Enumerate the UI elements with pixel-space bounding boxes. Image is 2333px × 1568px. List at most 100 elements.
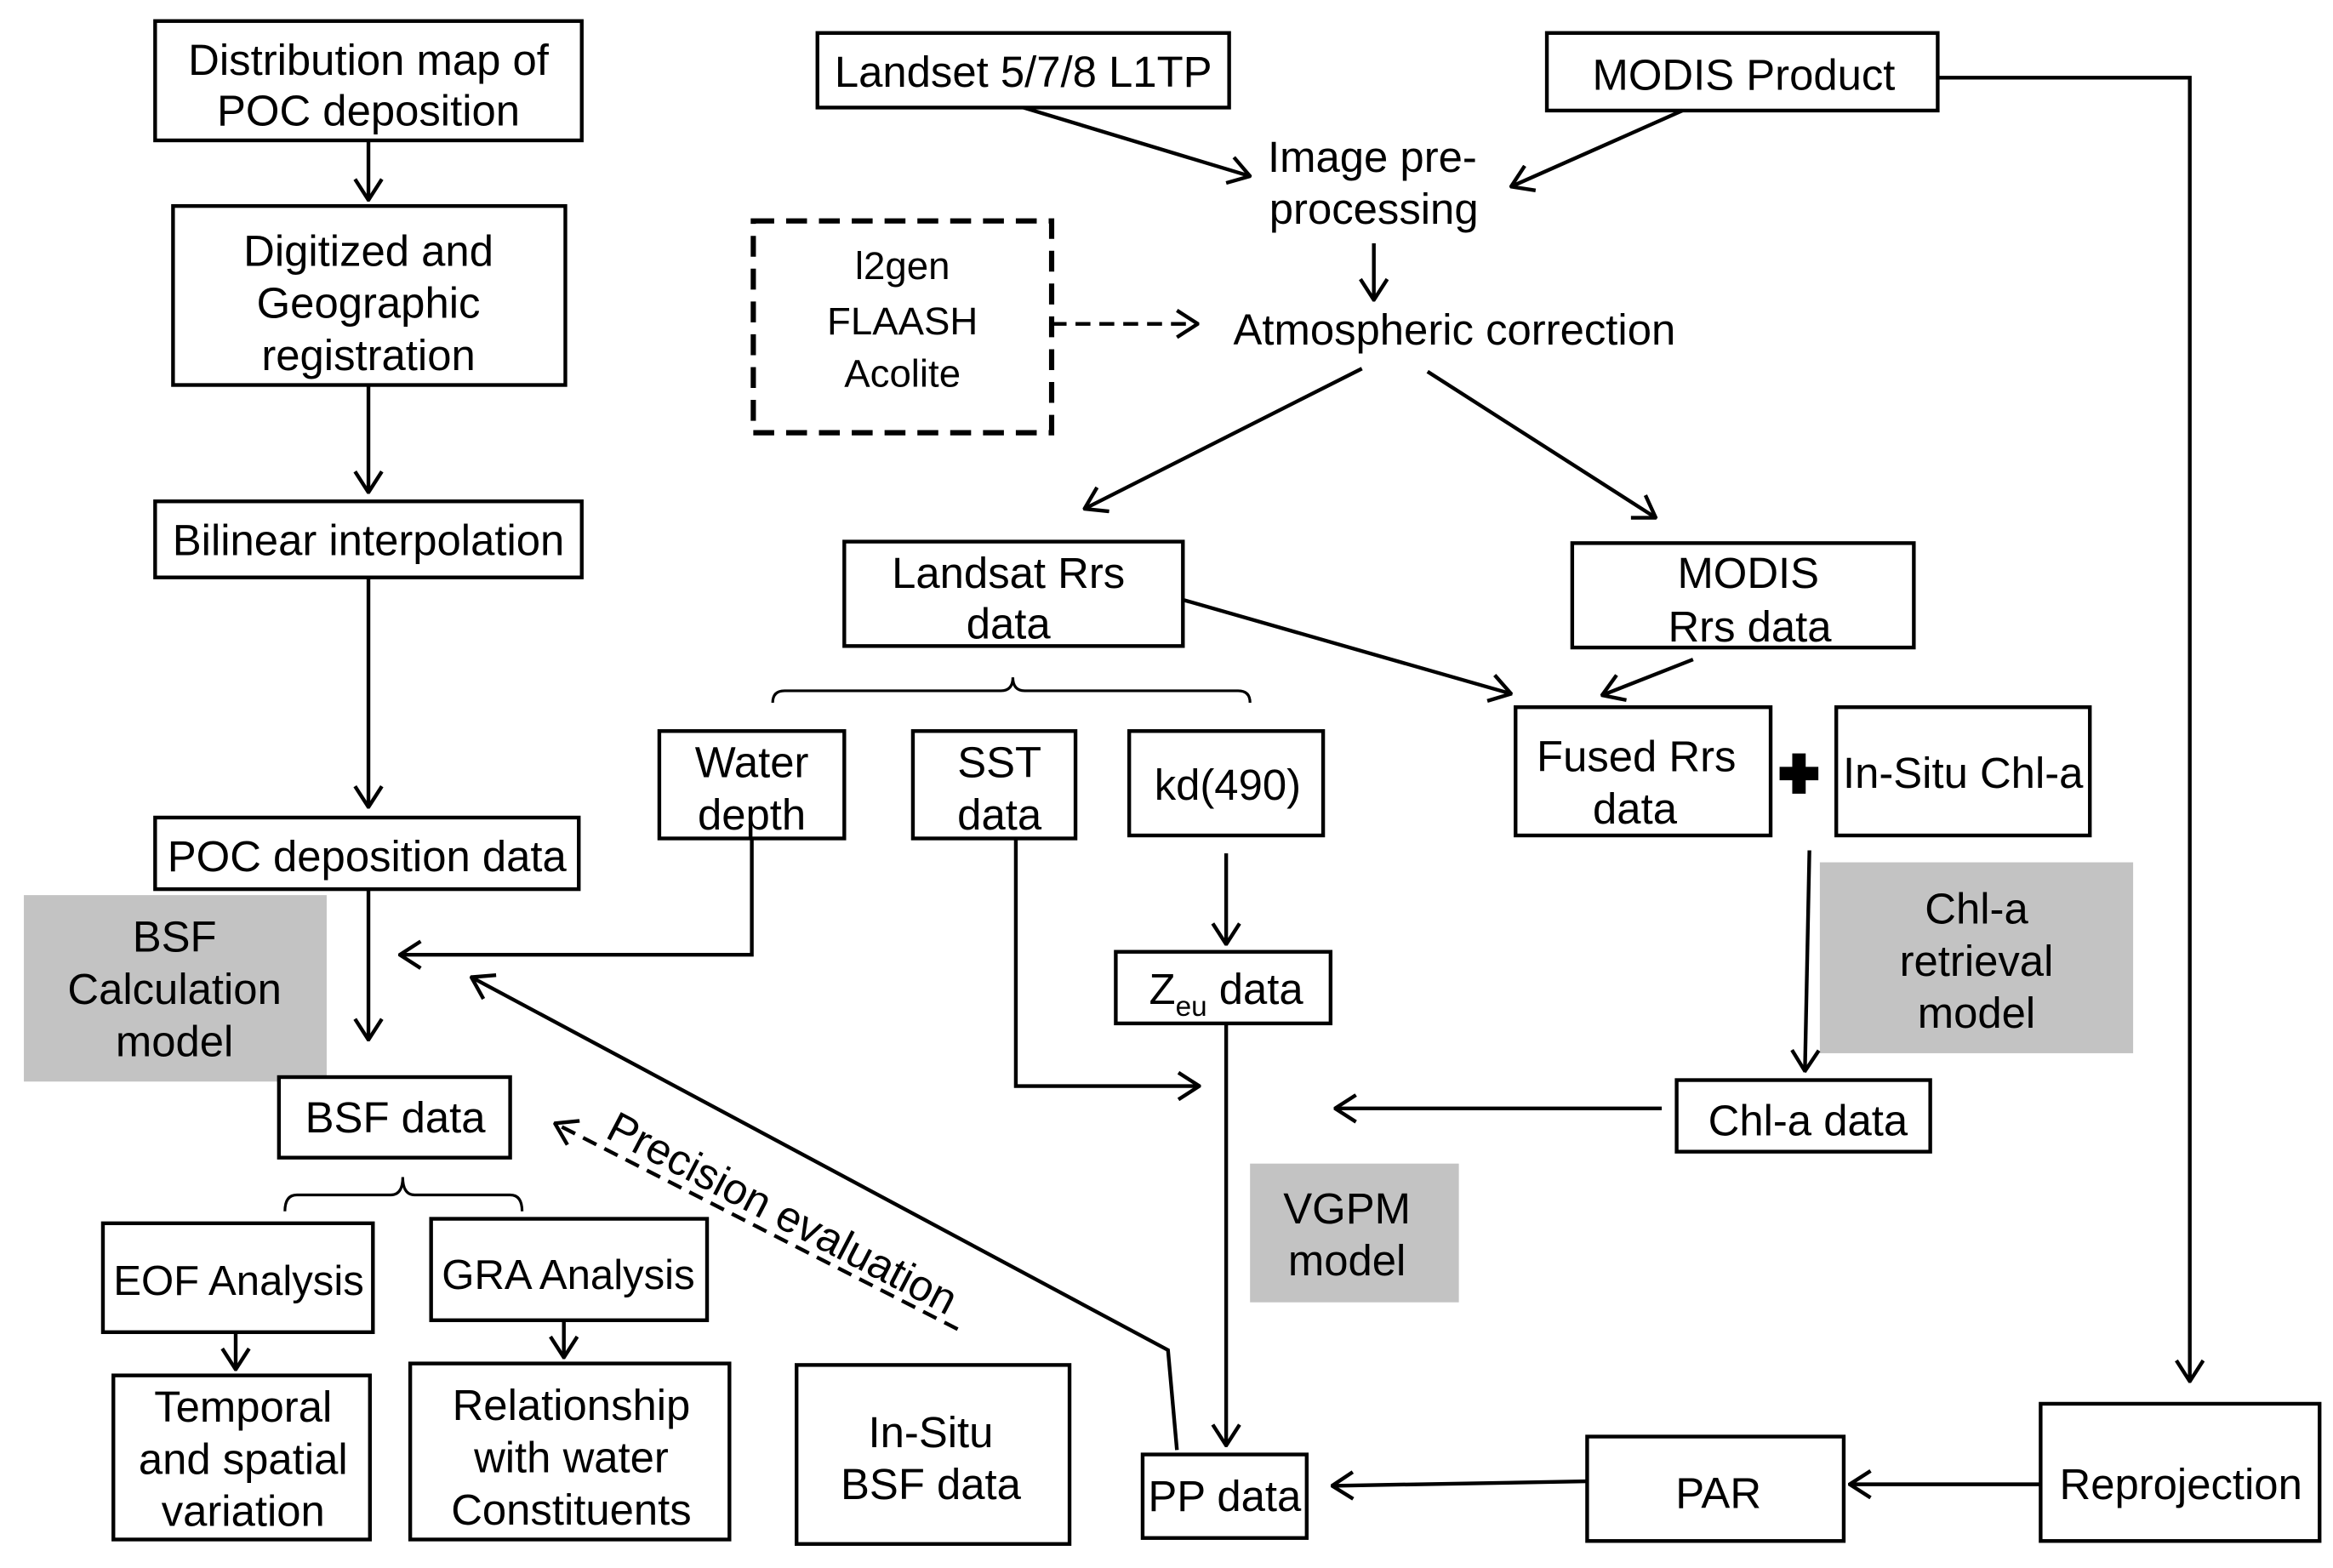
node-label-line: VGPM [1283,1184,1411,1233]
node-box [111,1373,372,1542]
arrow-pp-data-to-bsf [471,978,1179,1451]
node-chla-retrieval-model: Chl-a retrieval model [1819,862,2134,1053]
node-label-line: Reprojection [2059,1460,2302,1508]
node-label-line: data [1593,784,1678,833]
node-label-line: Acolite [844,351,961,395]
node-zeu-data: Zeu data [1114,949,1333,1026]
node-label-line: model [116,1017,233,1065]
node-box [2039,1401,2322,1543]
node-label-line: Water [695,738,809,787]
node-label-line: SST [957,738,1041,787]
node-label-line: Relationship [453,1381,691,1429]
node-label-line: Digitized and [243,226,493,275]
node-modis-rrs-data: MODIS Rrs data [1570,541,1916,651]
node-atm-correction-algorithms: l2gen FLAASH Acolite [750,218,1055,436]
node-box [1127,729,1326,838]
bracket-bsf-data [283,1177,524,1212]
node-label-line: Landsat Rrs [892,549,1125,597]
node-relationship-water-constituents: Relationship with water Constituents [408,1361,732,1542]
node-label-line: BSF data [305,1093,487,1142]
plus-icon-vertical [1792,753,1806,794]
model-box [24,895,327,1082]
node-label-line: with water [473,1434,669,1482]
node-landsat-rrs-data: Landsat Rrs data [842,539,1185,648]
node-label-line: Landset 5/7/8 L1TP [835,48,1212,96]
arrow-atm-to-landsat-rrs [1085,367,1363,509]
node-label-line: GRA Analysis [442,1252,694,1298]
node-label-line: Chl-a [1925,884,2028,932]
node-box [815,31,1231,110]
node-label-line: and spatial [139,1434,348,1483]
node-label-line: FLAASH [827,299,978,343]
node-label-line: l2gen [855,244,950,288]
node-label-line: depth [698,790,806,839]
node-label-line: model [1918,989,2035,1037]
node-label-line: EOF Analysis [113,1258,364,1304]
node-box [1585,1434,1846,1543]
node-label-line: In-Situ [869,1408,994,1457]
arrow-precision-evaluation [555,1123,959,1331]
model-box [1250,1163,1459,1303]
arrow-modis-to-preprocessing [1511,108,1684,186]
node-label-line: Atmospheric correction [1233,305,1675,354]
node-reprojection: Reprojection [2039,1401,2322,1543]
dashed-box [750,218,1055,436]
arrow-fused-to-chla-data [1805,850,1809,1071]
node-label-line: POC deposition [217,86,520,134]
node-box [842,539,1185,648]
node-label-line: BSF data [841,1460,1022,1508]
node-label-line: Geographic [257,279,481,328]
arrow-modis-rrs-to-fused [1602,658,1694,695]
arrow-landsat-rrs-to-fused [1182,597,1511,693]
node-label-line: Fused Rrs [1537,733,1736,781]
node-box [1544,31,1940,113]
node-box [1514,705,1773,838]
node-label-line: model [1288,1236,1406,1285]
node-gra-analysis: GRA Analysis [429,1217,710,1322]
zeu-suffix: data [1207,965,1304,1013]
arrow-landsat-to-preprocessing [1023,105,1250,176]
node-label-line: Bilinear interpolation [173,516,565,564]
node-label-line: registration [261,331,475,379]
node-pp-data: PP data [1140,1452,1309,1540]
arrow-water-depth-to-bsf [400,838,754,955]
node-sst-data: SST data [910,729,1078,841]
node-bsf-data: BSF data [277,1075,512,1160]
node-box [429,1217,710,1322]
node-label-line: Temporal [154,1383,332,1431]
node-vgpm-model: VGPM model [1250,1163,1459,1303]
node-box [1570,541,1916,650]
node-chla-data: Chl-a data [1674,1078,1932,1154]
node-atmospheric-correction: Atmospheric correction [1233,305,1675,354]
node-label-line: data [967,600,1052,648]
node-kd490: kd(490) [1127,729,1326,838]
node-water-depth: Water depth [657,729,847,841]
node-bilinear-interpolation: Bilinear interpolation [153,499,584,579]
node-label-line: BSF [133,913,217,961]
node-temporal-spatial-variation: Temporal and spatial variation [111,1373,372,1542]
node-label-line: Calculation [67,965,281,1013]
zeu-symbol: Z [1149,965,1176,1013]
edges [236,76,2190,1485]
node-label-line: MODIS [1677,549,1819,597]
arrow-modis-product-to-reprojection [1937,76,2189,1381]
node-box [171,203,568,387]
node-label-line: MODIS Product [1593,50,1896,99]
node-label-line: kd(490) [1155,761,1301,809]
node-box [1114,949,1333,1026]
node-label-line: data [957,790,1042,839]
node-poc-deposition-data: POC deposition data [153,815,581,892]
node-label-line: PP data [1148,1472,1302,1520]
node-insitu-chla: In-Situ Chl-a [1834,705,2092,838]
node-label-line: retrieval [1900,937,2054,985]
node-poc-distribution-map: Distribution map of POC deposition [153,19,584,143]
node-label-line: Chl-a data [1708,1096,1908,1144]
arrow-atm-to-modis-rrs [1426,369,1656,518]
node-modis-product: MODIS Product [1544,31,1940,113]
node-box [1674,1078,1932,1154]
node-box [910,729,1078,841]
node-label-line: In-Situ Chl-a [1843,749,2084,797]
node-par: PAR [1585,1434,1846,1543]
node-box [277,1075,512,1160]
